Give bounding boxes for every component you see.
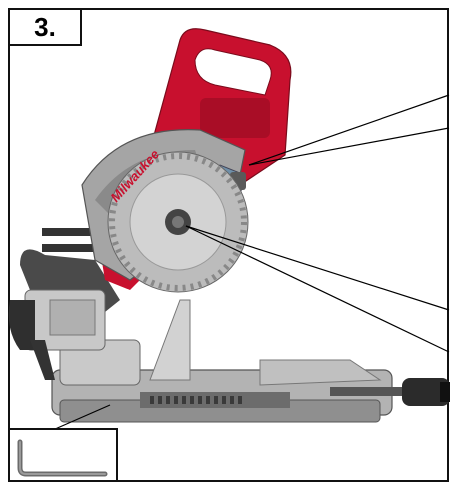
slide-rails: [42, 228, 122, 252]
saw-blade: [107, 151, 249, 293]
wrench-inset: [8, 428, 118, 482]
step-number: 3.: [8, 8, 82, 46]
hex-key-wrench-icon: [17, 439, 108, 477]
saw-base: [51, 299, 393, 423]
bevel-lock-handle: [330, 378, 450, 406]
saw-arm: [8, 249, 120, 380]
callout-lines: [29, 94, 450, 441]
